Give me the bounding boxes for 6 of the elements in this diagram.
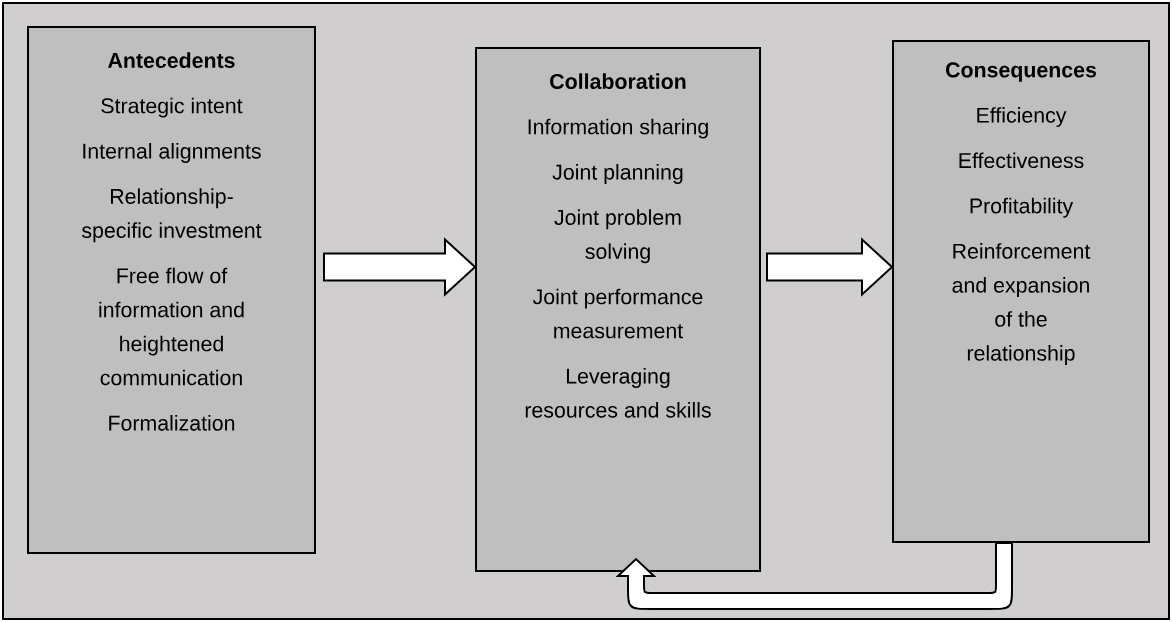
text-box: Collaboration Information sharing Joint planning Joint problem solving Joint performance measurement Leveraging resources and skills — [475, 47, 761, 572]
block-arrow — [766, 237, 894, 297]
text-box: Consequences Efficiency Effectiveness Profitability Reinforcement and expansion of the relationship — [892, 40, 1150, 543]
text-box: Antecedents Strategic intent Internal alignments Relationship-specific investment Free flow of information and heightened communication Formalization — [27, 26, 316, 554]
block-arrow — [323, 237, 477, 297]
block-arrow — [617, 542, 1013, 610]
